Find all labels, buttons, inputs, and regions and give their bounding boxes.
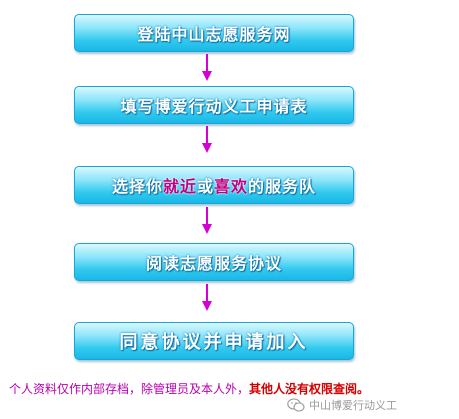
step-5-box: 同意协议并申请加入 xyxy=(74,322,354,360)
privacy-note: 个人资料仅作内部存档，除管理员及本人外，其他人没有权限查阅。 xyxy=(9,380,369,397)
step-2-label: 填写博爱行动义工申请表 xyxy=(120,97,308,116)
step-3-text-b: 或 xyxy=(196,177,214,196)
step-3-label: 选择你就近或喜欢的服务队 xyxy=(112,173,316,197)
step-3-text-a: 选择你 xyxy=(111,177,163,196)
step-2-box: 填写博爱行动义工申请表 xyxy=(74,86,354,124)
step-1-box: 登陆中山志愿服务网 xyxy=(74,14,354,52)
watermark-text: 中山博爱行动义工 xyxy=(309,399,397,412)
arrow-down-icon xyxy=(202,284,212,311)
arrow-down-icon xyxy=(202,126,212,153)
step-3-highlight-preferred: 喜欢 xyxy=(214,177,249,196)
step-1-label: 登陆中山志愿服务网 xyxy=(137,25,291,44)
step-4-box: 阅读志愿服务协议 xyxy=(74,243,354,281)
step-3-box: 选择你就近或喜欢的服务队 xyxy=(74,166,354,204)
step-3-highlight-nearby: 就近 xyxy=(162,177,197,196)
step-4-label: 阅读志愿服务协议 xyxy=(145,254,282,273)
watermark: 中山博爱行动义工 xyxy=(287,397,397,413)
arrow-down-icon xyxy=(202,207,212,234)
privacy-note-part1: 个人资料仅作内部存档，除管理员及本人外， xyxy=(9,382,250,396)
privacy-note-part2: 其他人没有权限查阅。 xyxy=(249,382,370,396)
step-3-text-c: 的服务队 xyxy=(248,177,317,196)
wechat-icon xyxy=(287,398,305,412)
arrow-down-icon xyxy=(202,54,212,81)
step-5-label: 同意协议并申请加入 xyxy=(119,332,309,353)
